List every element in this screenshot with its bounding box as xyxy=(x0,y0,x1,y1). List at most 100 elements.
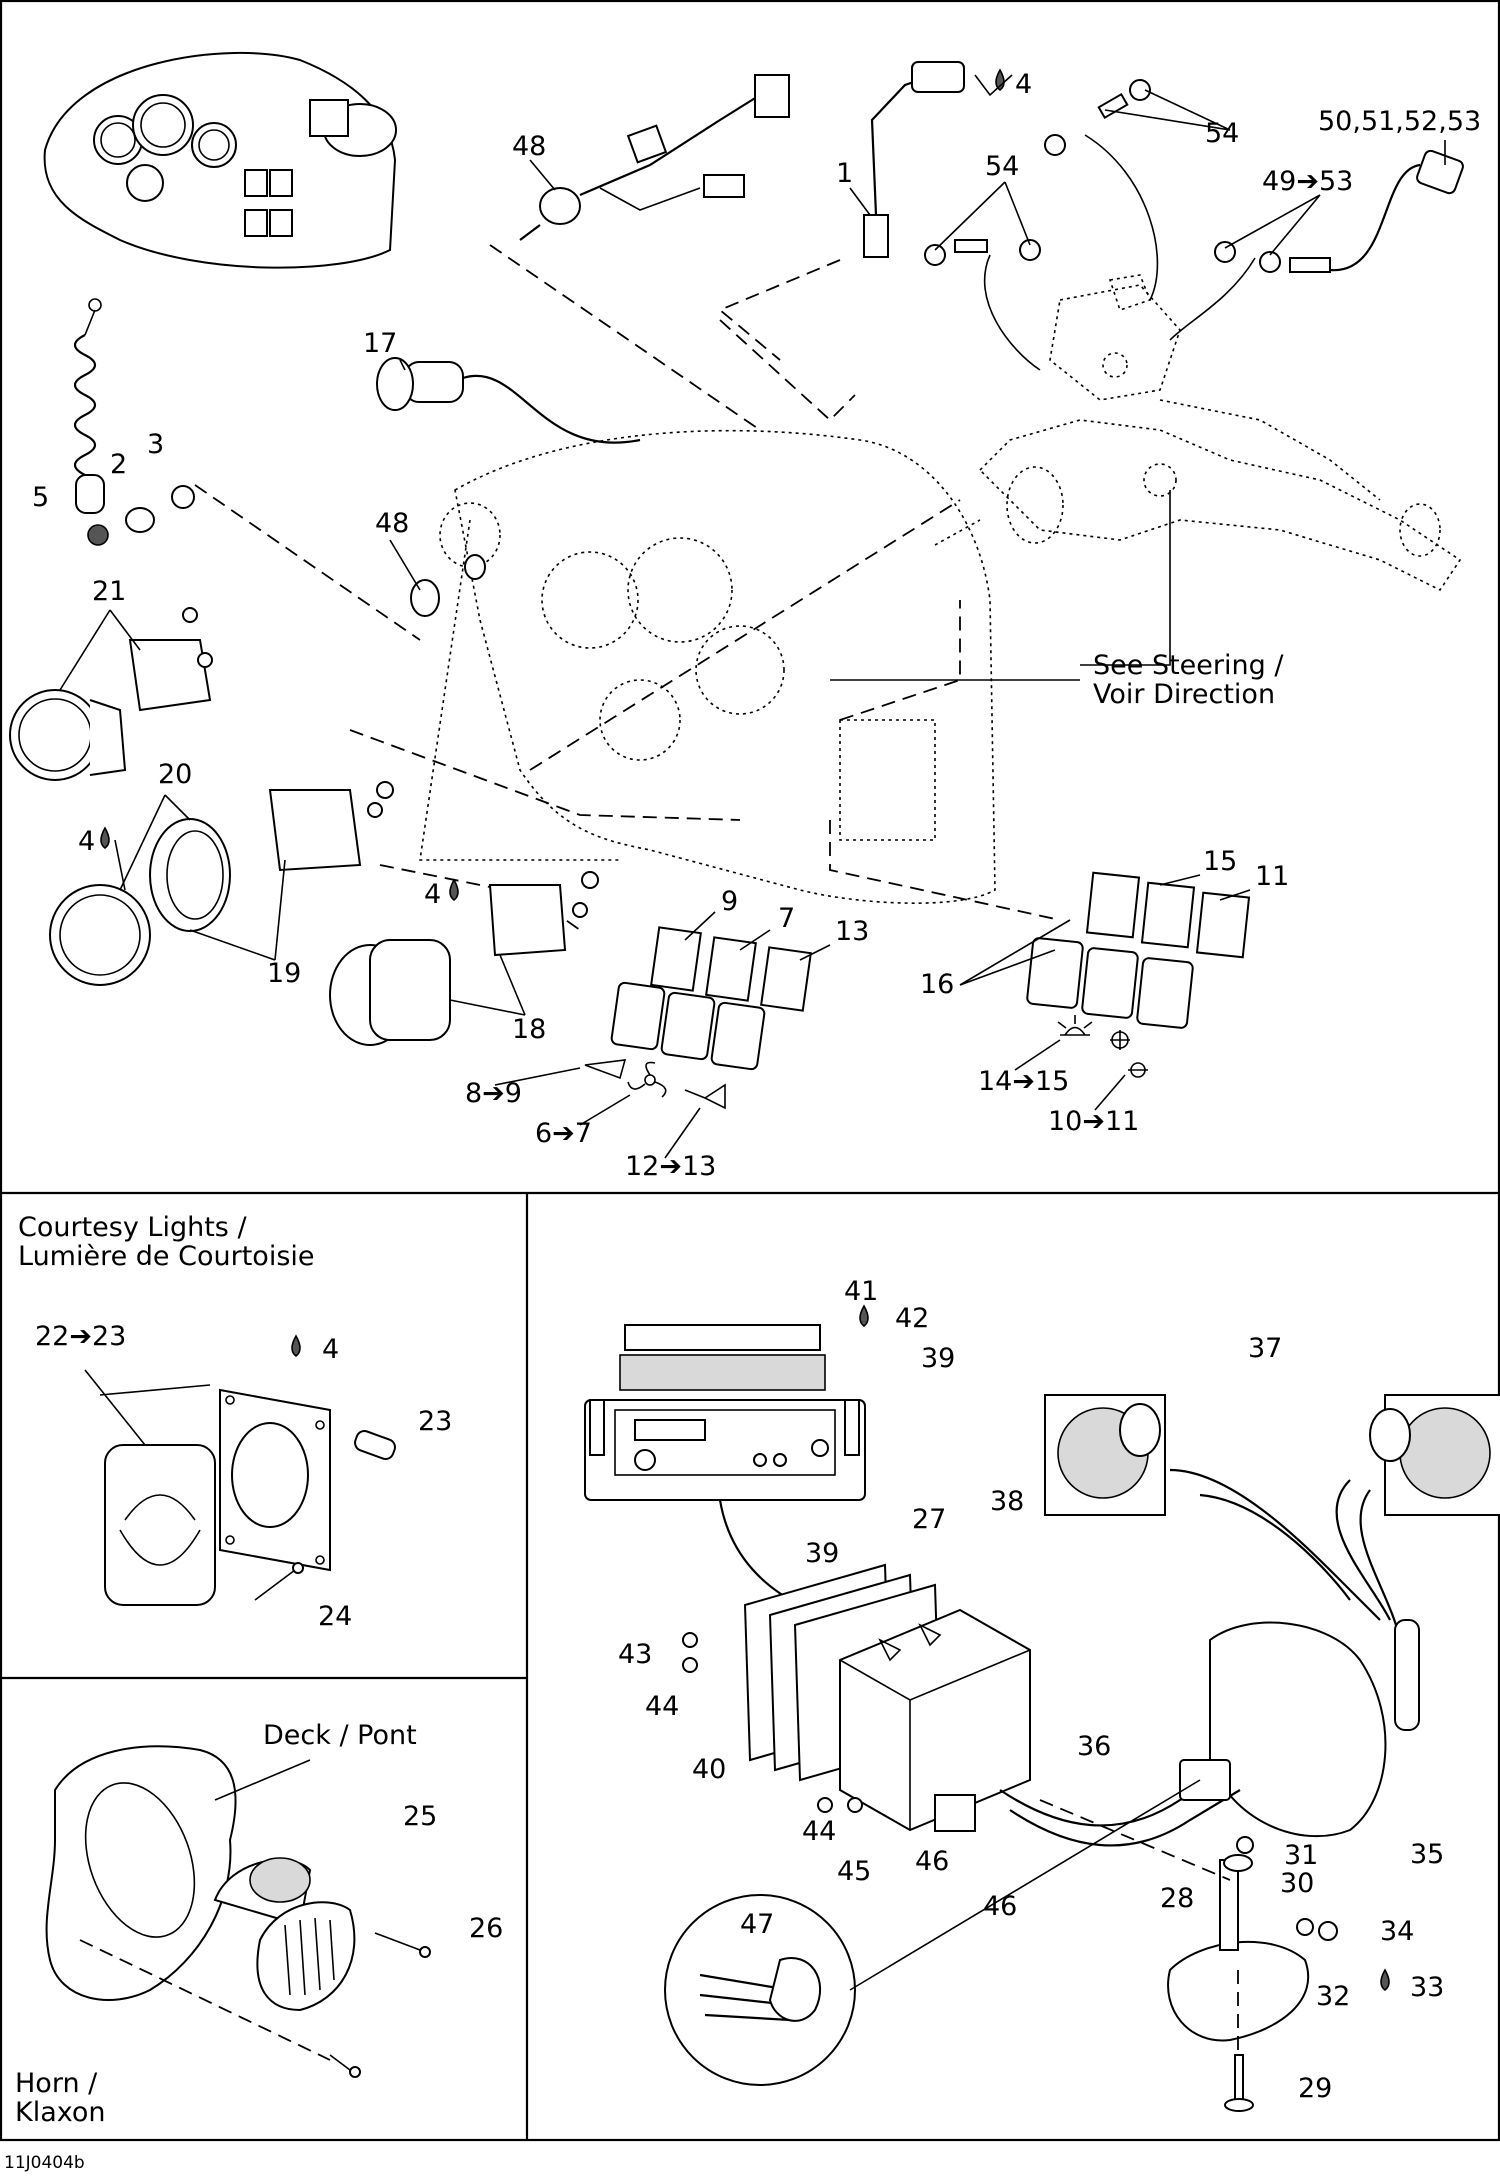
detail-item-47 xyxy=(664,1779,1201,2086)
callout-4d: 4 xyxy=(322,1334,339,1365)
ref-49-53: 49➔53 xyxy=(1262,166,1353,197)
callout-29: 29 xyxy=(1298,2073,1332,2104)
horn-title-line2: Klaxon xyxy=(15,2097,106,2128)
callout-35: 35 xyxy=(1410,1839,1444,1870)
horn-icon xyxy=(684,1083,726,1110)
callout-leaders xyxy=(59,74,1446,1159)
callout-1: 1 xyxy=(836,158,853,189)
callout-23: 23 xyxy=(418,1406,452,1437)
dash-console-view xyxy=(43,51,397,269)
courtesy-title-line1: Courtesy Lights / xyxy=(18,1212,247,1243)
oil-drop-icon xyxy=(859,1304,869,1328)
gauge-center xyxy=(329,871,599,1046)
speaker-harness xyxy=(934,1468,1420,1847)
callout-4c: 4 xyxy=(424,879,441,910)
callout-11: 11 xyxy=(1255,861,1289,892)
ref-14-15: 14➔15 xyxy=(978,1066,1069,1097)
lanyard-item-5 xyxy=(73,298,195,546)
callout-32: 32 xyxy=(1316,1981,1350,2012)
callout-54a: 54 xyxy=(1205,118,1239,149)
callout-47: 47 xyxy=(740,1909,774,1940)
callout-33: 33 xyxy=(1410,1972,1444,2003)
callout-labels: 1 2 3 4 4 4 4 5 7 9 11 13 15 16 17 18 19… xyxy=(32,68,1481,2104)
callout-4a: 4 xyxy=(1015,69,1032,100)
callout-43: 43 xyxy=(618,1639,652,1670)
outlet-item-17 xyxy=(376,357,641,444)
callout-24: 24 xyxy=(318,1601,352,1632)
callout-16: 16 xyxy=(920,969,954,1000)
ref-8-9: 8➔9 xyxy=(465,1078,522,1109)
steering-ref-line1: See Steering / xyxy=(1093,650,1284,681)
leader-lines xyxy=(194,244,1061,931)
courtesy-title-line2: Lumière de Courtoisie xyxy=(18,1241,315,1272)
callout-39a: 39 xyxy=(921,1343,955,1374)
steering-leader xyxy=(830,490,1171,681)
callout-13: 13 xyxy=(835,916,869,947)
callout-46b: 46 xyxy=(983,1891,1017,1922)
sensor-item-49-53 xyxy=(1169,149,1464,341)
oil-drop-icon xyxy=(995,68,1005,92)
callout-5: 5 xyxy=(32,482,49,513)
callout-36: 36 xyxy=(1077,1731,1111,1762)
callout-21: 21 xyxy=(92,576,126,607)
horn-title-line1: Horn / xyxy=(15,2068,98,2099)
callout-4b: 4 xyxy=(78,826,95,857)
callout-34: 34 xyxy=(1380,1916,1414,1947)
callout-48b: 48 xyxy=(375,508,409,539)
callout-28: 28 xyxy=(1160,1883,1194,1914)
callout-2: 2 xyxy=(110,449,127,480)
callout-20: 20 xyxy=(158,759,192,790)
gauge-left-bottom xyxy=(49,781,394,986)
callout-7: 7 xyxy=(778,903,795,934)
callout-9: 9 xyxy=(721,886,738,917)
speaker-left xyxy=(1044,1394,1166,1516)
bracket-item-28 xyxy=(1039,1799,1338,2112)
callout-46a: 46 xyxy=(915,1846,949,1877)
oil-drop-icon xyxy=(291,1334,301,1358)
callout-30: 30 xyxy=(1280,1868,1314,1899)
callout-42: 42 xyxy=(895,1303,929,1334)
bezel-item-48 xyxy=(410,554,486,617)
callout-38: 38 xyxy=(990,1486,1024,1517)
callout-39b: 39 xyxy=(805,1538,839,1569)
deck-label: Deck / Pont xyxy=(263,1720,417,1751)
callout-17: 17 xyxy=(363,328,397,359)
oil-drop-icon xyxy=(1380,1968,1390,1992)
callout-26: 26 xyxy=(469,1913,503,1944)
callout-40: 40 xyxy=(692,1754,726,1785)
switch-group-left xyxy=(610,926,812,1071)
callout-18: 18 xyxy=(512,1014,546,1045)
switch-item-1 xyxy=(863,61,965,258)
panel-titles: Courtesy Lights / Lumière de Courtoisie … xyxy=(4,650,1284,2173)
callout-19: 19 xyxy=(267,958,301,989)
callout-37: 37 xyxy=(1248,1333,1282,1364)
radio-parts xyxy=(584,1324,1031,1832)
callout-54b: 54 xyxy=(985,151,1019,182)
light-icon xyxy=(1057,1015,1093,1036)
oil-drop-icon xyxy=(449,878,459,902)
callout-50: 50,51,52,53 xyxy=(1318,106,1481,137)
steering-assembly xyxy=(934,274,1462,592)
callout-31: 31 xyxy=(1284,1840,1318,1871)
callout-41: 41 xyxy=(844,1276,878,1307)
horn-parts xyxy=(45,1745,431,2078)
bilge-icon xyxy=(1110,1030,1130,1050)
courtesy-light-parts xyxy=(84,1369,396,1606)
callout-48a: 48 xyxy=(512,131,546,162)
dashboard-outline xyxy=(419,429,996,904)
callout-45: 45 xyxy=(837,1856,871,1887)
switch-group-right xyxy=(1026,871,1251,1029)
diagram-code: 11J0404b xyxy=(4,2153,85,2173)
fan-icon xyxy=(627,1061,667,1098)
steering-ref-line2: Voir Direction xyxy=(1093,679,1275,710)
callout-44a: 44 xyxy=(645,1691,679,1722)
callout-25: 25 xyxy=(403,1801,437,1832)
callout-27: 27 xyxy=(912,1504,946,1535)
callout-15: 15 xyxy=(1203,846,1237,877)
speaker-right xyxy=(1369,1394,1500,1516)
ref-22-23: 22➔23 xyxy=(35,1321,126,1352)
callout-3: 3 xyxy=(147,429,164,460)
bilge-icon-2 xyxy=(1128,1062,1148,1078)
